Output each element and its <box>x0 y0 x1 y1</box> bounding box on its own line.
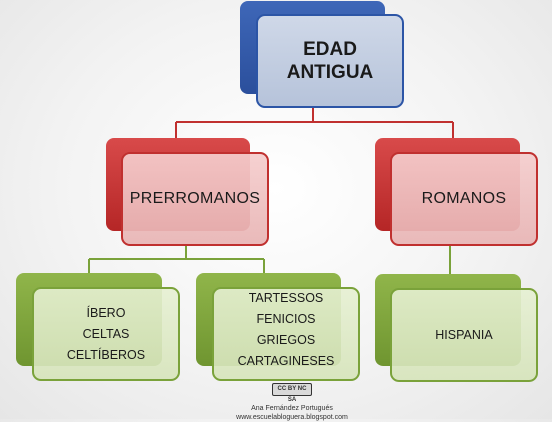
iberos-node: ÍBERO CELTAS CELTÍBEROS <box>32 287 180 381</box>
author-name: Ana Fernández Portugués <box>251 405 333 412</box>
romanos-label: ROMANOS <box>421 190 507 207</box>
leaf-item-celtiberos: CELTÍBEROS <box>66 347 146 362</box>
connector-left-branch-to-leaves <box>88 246 265 273</box>
license-credit: CC BY NC SA Ana Fernández Portugués www.… <box>232 383 352 422</box>
leaf-item-cartagineses: CARTAGINESES <box>237 354 335 368</box>
leaf-item-ibero: ÍBERO <box>86 305 126 320</box>
root-title-line2: ANTIGUA <box>286 62 374 83</box>
cc-license-icon: CC BY NC SA <box>272 383 312 403</box>
leaf-item-hispania: HISPANIA <box>435 327 493 342</box>
connector-root-to-branches <box>175 106 454 138</box>
blog-url: www.escuelabloguera.blogspot.com <box>236 414 348 421</box>
root-node: EDAD ANTIGUA <box>256 14 404 108</box>
hispania-node: HISPANIA <box>390 288 538 382</box>
prerromanos-label: PRERROMANOS <box>129 190 261 207</box>
leaf-item-griegos: GRIEGOS <box>256 333 316 347</box>
colonizadores-node: TARTESSOS FENICIOS GRIEGOS CARTAGINESES <box>212 287 360 381</box>
leaf-item-tartessos: TARTESSOS <box>248 291 324 305</box>
leaf-item-fenicios: FENICIOS <box>256 312 316 326</box>
romanos-node: ROMANOS <box>390 152 538 246</box>
root-title-line1: EDAD <box>303 39 357 60</box>
leaf-item-celtas: CELTAS <box>82 326 130 341</box>
prerromanos-node: PRERROMANOS <box>121 152 269 246</box>
